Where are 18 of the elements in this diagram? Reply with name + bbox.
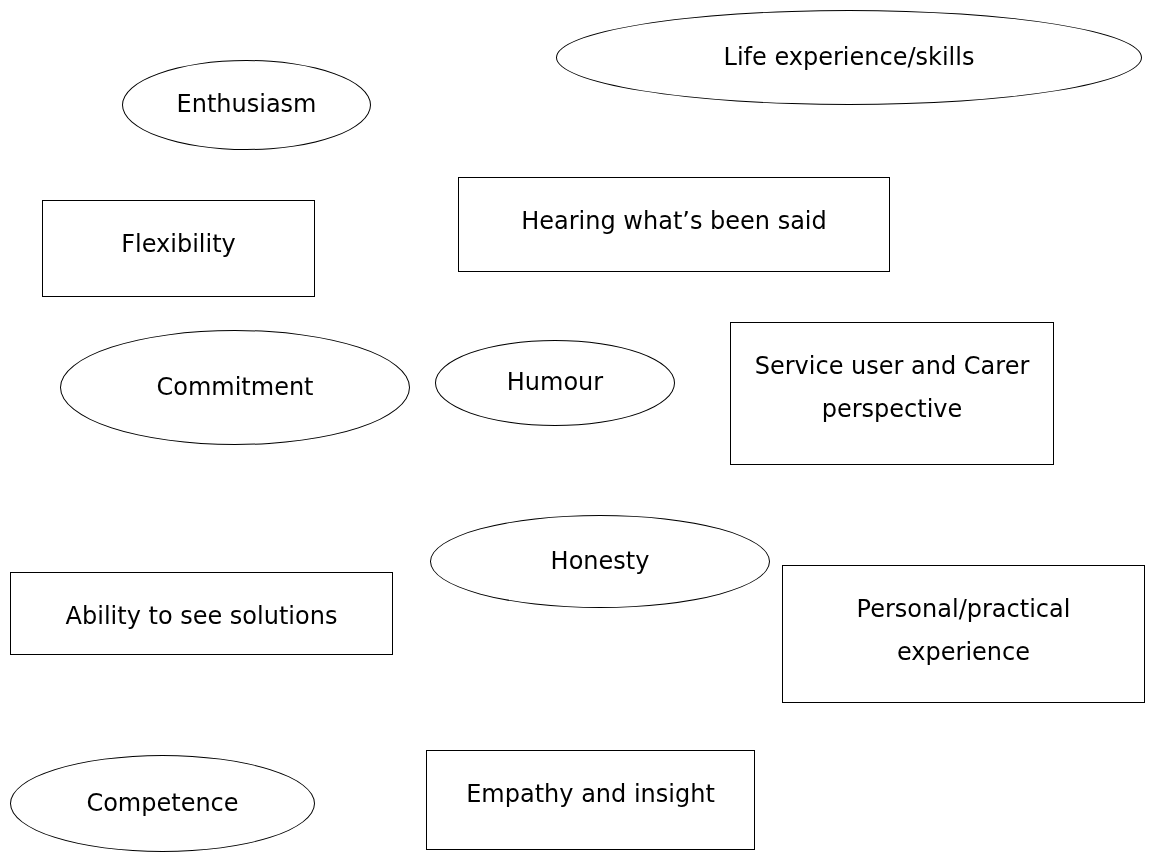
node-label: Hearing what’s been said bbox=[521, 206, 827, 237]
rectangle-node bbox=[458, 177, 890, 272]
node-label: Personal/practical experience bbox=[855, 594, 1072, 669]
rectangle-node bbox=[42, 200, 315, 297]
node-label: Commitment bbox=[156, 371, 314, 403]
node-label: Empathy and insight bbox=[466, 779, 715, 810]
node-label: Competence bbox=[86, 787, 239, 819]
node-label: Life experience/skills bbox=[723, 41, 975, 73]
node-label: Enthusiasm bbox=[176, 89, 317, 121]
node-label: Ability to see solutions bbox=[65, 601, 338, 632]
node-label: Honesty bbox=[550, 545, 650, 577]
rectangle-node bbox=[730, 322, 1054, 465]
rectangle-node bbox=[782, 565, 1145, 703]
node-label: Service user and Carer perspective bbox=[753, 351, 1031, 426]
rectangle-node bbox=[426, 750, 755, 850]
rectangle-node bbox=[10, 572, 393, 655]
node-label: Humour bbox=[506, 367, 604, 399]
node-label: Flexibility bbox=[121, 229, 236, 260]
